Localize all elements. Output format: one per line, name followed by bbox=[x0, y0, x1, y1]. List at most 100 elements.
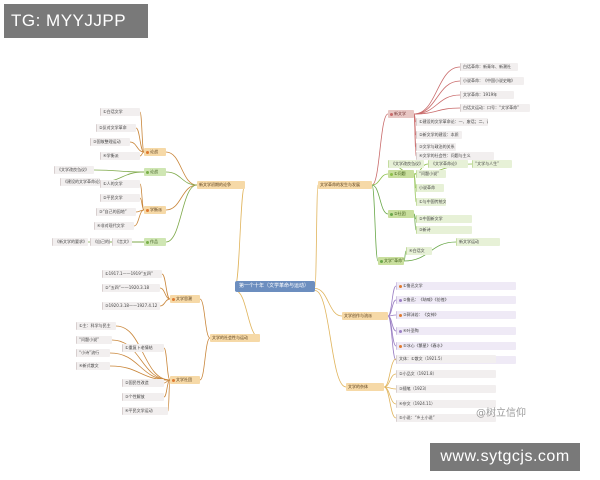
sociality-group-1-item-0-label: ①主：科学与民主 bbox=[79, 323, 111, 328]
edge-debate-group-2 bbox=[165, 184, 198, 211]
edge-creation-item-1 bbox=[387, 299, 397, 317]
branch-debate-label: 新文学初期的论争 bbox=[199, 182, 231, 187]
revolution-item-2[interactable]: 文学革命：1919年 bbox=[460, 91, 514, 99]
revolution-item-0[interactable]: 白话革命：新青年、新潮社 bbox=[460, 63, 518, 71]
branch-sociality[interactable]: 文学的社会性与运动 bbox=[210, 334, 260, 342]
debate-group-2-item-1[interactable]: ②平民文学 bbox=[100, 194, 140, 202]
revolution-item-15[interactable]: ③新诗 bbox=[416, 226, 472, 234]
revolution-item-9-label: 《文学革命论》 bbox=[431, 161, 459, 166]
debate-group-2-item-3[interactable]: ④非对现代文学 bbox=[94, 222, 134, 230]
debate-group-1[interactable]: 论战 bbox=[144, 168, 166, 176]
creation-item-0[interactable]: ①鲁迅文学 bbox=[396, 282, 516, 290]
debate-group-2-item-2[interactable]: ③“自己的园地” bbox=[96, 208, 136, 216]
sociality-group-1-item-3[interactable]: ④新式散文 bbox=[76, 362, 110, 370]
prose-item-1[interactable]: ②小品文（1921.8） bbox=[396, 370, 496, 378]
debate-group-1-item-0-label: 《文学改良刍议》 bbox=[57, 167, 89, 172]
revolution-item-14-label: ②中国新文学 bbox=[419, 216, 443, 221]
debate-group-0-item-2-label: ③国故整理运动 bbox=[93, 139, 121, 144]
creation-item-4-label: ⑤冰心《繁星》《春水》 bbox=[403, 343, 445, 348]
revolution-item-6[interactable]: ③文学与政治的关系 bbox=[416, 143, 456, 151]
debate-group-0-item-3[interactable]: ④学衡派 bbox=[100, 152, 140, 160]
sociality-group-1[interactable]: 文学社团 bbox=[170, 376, 200, 384]
revolution-item-5-label: ②新文学的建设：本质 bbox=[419, 132, 459, 137]
revolution-item-13-label: ①与中国传统文学 bbox=[419, 199, 446, 204]
debate-group-3-item-1[interactable]: 《自己的园地》 bbox=[90, 238, 110, 246]
branch-revolution[interactable]: 文学革命的发生与发展 bbox=[318, 181, 372, 189]
creation-item-2[interactable]: ③郭沫若：《女神》 bbox=[396, 311, 516, 319]
revolution-item-8[interactable]: 《文学改良刍议》 bbox=[388, 160, 424, 168]
revolution-item-6-label: ③文学与政治的关系 bbox=[419, 144, 455, 149]
sociality-group-1-item-5[interactable]: ②国民性改造 bbox=[122, 379, 164, 387]
sociality-group-1-item-4-label: ①重复卜老情结 bbox=[125, 345, 153, 350]
branch-creation[interactable]: 文学创作与流派 bbox=[342, 312, 388, 320]
edge-debate-0-1 bbox=[135, 127, 145, 153]
revolution-hub-1[interactable]: ①问题 bbox=[388, 170, 414, 178]
prose-item-2[interactable]: ③随笔（1923） bbox=[396, 385, 496, 393]
revolution-hub-0[interactable]: 新文学 bbox=[388, 110, 414, 118]
branch-prose[interactable]: 文学的杂体 bbox=[346, 383, 384, 391]
sociality-group-1-item-2[interactable]: “小诗”流行 bbox=[76, 349, 110, 357]
creation-item-1-label: ②鲁迅：《呐喊》《彷徨》 bbox=[403, 297, 449, 302]
creation-item-4[interactable]: ⑤冰心《繁星》《春水》 bbox=[396, 342, 516, 350]
revolution-item-13[interactable]: ①与中国传统文学 bbox=[416, 198, 446, 206]
debate-group-0-item-2[interactable]: ③国故整理运动 bbox=[90, 138, 130, 146]
revolution-item-16[interactable]: ④白话文 bbox=[406, 247, 432, 255]
revolution-item-10[interactable]: “文学与人生” bbox=[472, 160, 512, 168]
sociality-group-1-item-6[interactable]: ③个性解放 bbox=[122, 393, 164, 401]
creation-item-2-label: ③郭沫若：《女神》 bbox=[403, 312, 439, 317]
revolution-hub-3[interactable]: 文学“革命” bbox=[378, 257, 404, 265]
revolution-item-5[interactable]: ②新文学的建设：本质 bbox=[416, 131, 462, 139]
debate-group-2[interactable]: 学衡派 bbox=[144, 206, 166, 214]
revolution-item-7[interactable]: ④文学的社会性：问题与主义 bbox=[416, 152, 494, 160]
edge-creation-item-5 bbox=[387, 315, 397, 361]
debate-group-3-item-2[interactable]: 《言文》 bbox=[112, 238, 132, 246]
debate-group-2-item-0[interactable]: ①人的文学 bbox=[100, 180, 140, 188]
branch-revolution-label: 文学革命的发生与发展 bbox=[320, 182, 360, 187]
revolution-hub-0-label: 新文学 bbox=[394, 111, 406, 116]
revolution-item-11[interactable]: “问题小说” bbox=[416, 170, 446, 178]
prose-item-3[interactable]: ④杂文（1924.11） bbox=[396, 400, 496, 408]
revolution-subtitle[interactable]: 新文学运动 bbox=[456, 238, 500, 246]
revolution-hub-2[interactable]: ②社团 bbox=[388, 210, 414, 218]
revolution-item-3[interactable]: 白话文运动：口号：“文学革命” bbox=[460, 104, 530, 112]
bullet-icon bbox=[146, 208, 149, 212]
prose-item-0[interactable]: 文体：①散文（1921.5） bbox=[396, 355, 496, 363]
revolution-item-4[interactable]: ①建设的文学革命论：一、废话；二、说话；三、文学 bbox=[416, 118, 488, 126]
branch-debate[interactable]: 新文学初期的论争 bbox=[197, 181, 245, 189]
creation-item-1[interactable]: ②鲁迅：《呐喊》《彷徨》 bbox=[396, 296, 516, 304]
creation-item-3-label: ④叶圣陶 bbox=[403, 328, 419, 333]
sociality-group-0-item-0[interactable]: ①1917.1——1919“五四” bbox=[102, 270, 162, 278]
sociality-group-0-item-1[interactable]: ②“五四”——1920.3.18 bbox=[102, 284, 160, 292]
debate-group-0[interactable]: 论战 bbox=[144, 148, 166, 156]
debate-group-3-item-0[interactable]: 《新文学的要求》 bbox=[52, 238, 88, 246]
sociality-group-0[interactable]: 文学思潮 bbox=[170, 295, 200, 303]
bullet-icon bbox=[399, 329, 402, 333]
sociality-group-1-item-0[interactable]: ①主：科学与民主 bbox=[76, 322, 116, 330]
creation-item-3[interactable]: ④叶圣陶 bbox=[396, 327, 516, 335]
bullet-icon bbox=[390, 172, 393, 176]
prose-item-4[interactable]: ⑤小说：“乡土小说” bbox=[396, 414, 496, 422]
edge-sociality-0-1 bbox=[159, 287, 171, 300]
debate-group-0-label: 论战 bbox=[150, 149, 158, 154]
debate-group-1-item-0[interactable]: 《文学改良刍议》 bbox=[54, 166, 94, 174]
debate-group-3[interactable]: 作品 bbox=[144, 238, 166, 246]
debate-group-0-item-0[interactable]: ①白话文学 bbox=[100, 108, 140, 116]
debate-group-1-item-1[interactable]: 《建设的文学革命论》 bbox=[60, 178, 100, 186]
debate-group-0-item-1[interactable]: ②反对文学革命 bbox=[96, 124, 136, 132]
edge-root-debate bbox=[234, 184, 246, 287]
debate-group-2-item-2-label: ③“自己的园地” bbox=[99, 209, 127, 214]
revolution-item-9[interactable]: 《文学革命论》 bbox=[428, 160, 468, 168]
sociality-group-0-item-0-label: ①1917.1——1919“五四” bbox=[105, 271, 153, 276]
revolution-item-12-label: 小说革命 bbox=[419, 185, 435, 190]
root-node[interactable]: 第一个十年（文学革命与运动） bbox=[235, 281, 315, 292]
revolution-item-1[interactable]: 小说革命：《中国小说史略》 bbox=[460, 77, 524, 85]
edge-prose-item-4 bbox=[383, 386, 397, 419]
sociality-group-1-item-4[interactable]: ①重复卜老情结 bbox=[122, 344, 164, 352]
revolution-item-14[interactable]: ②中国新文学 bbox=[416, 215, 472, 223]
revolution-item-12[interactable]: 小说革命 bbox=[416, 184, 444, 192]
debate-group-2-item-0-label: ①人的文学 bbox=[103, 181, 123, 186]
sociality-group-1-item-7[interactable]: ④平民文学运动 bbox=[122, 407, 168, 415]
sociality-group-1-item-3-label: ④新式散文 bbox=[79, 363, 99, 368]
sociality-group-0-item-2[interactable]: ③1920.3.18——1927.4.12 bbox=[102, 302, 160, 310]
sociality-group-1-item-1[interactable]: “问题小说” bbox=[76, 336, 112, 344]
